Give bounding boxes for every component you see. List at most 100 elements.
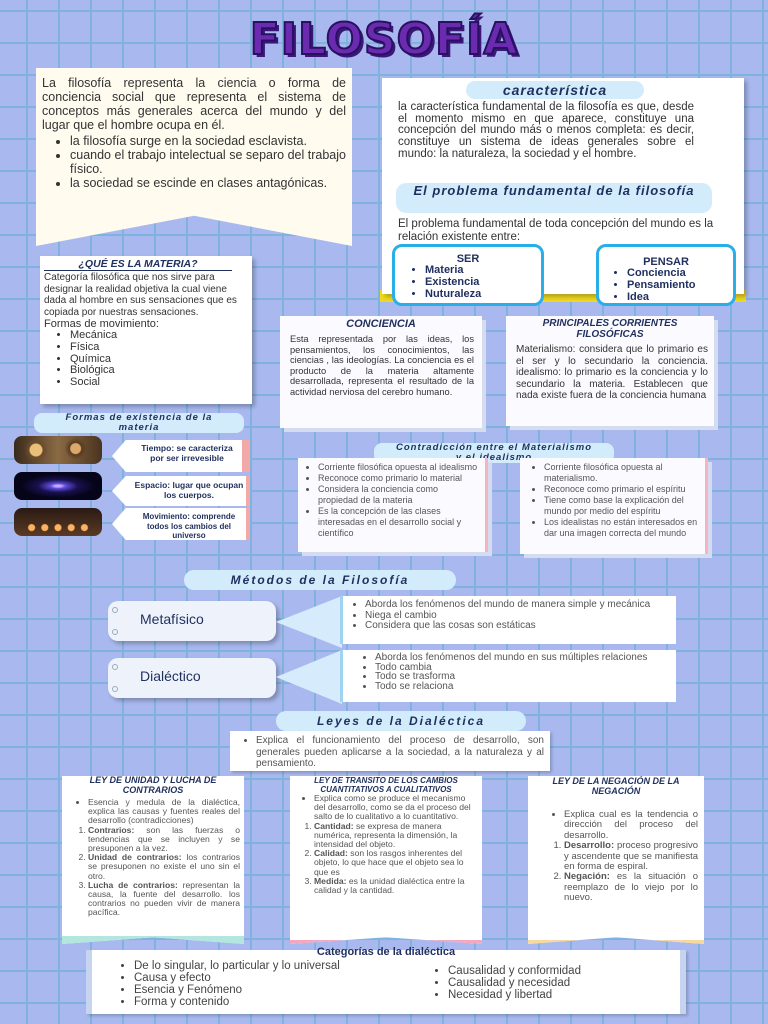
problema-text: El problema fundamental de toda concepci… <box>398 218 714 243</box>
contradiccion-right: Corriente filosófica opuesta al material… <box>520 458 708 554</box>
list-item: Nuturaleza <box>425 288 541 301</box>
intro-card: La filosofía representa la ciencia o for… <box>36 68 352 246</box>
tag-espacio-text: Espacio: lugar que ocupan los cuerpos. <box>134 480 244 500</box>
list-item: Idea <box>627 291 733 304</box>
caracteristica-text: la característica fundamental de la filo… <box>398 101 694 160</box>
ley3-item-title: Desarrollo: <box>564 840 615 852</box>
list-item: Cantidad: se expresa de manera numérica,… <box>314 820 478 850</box>
corrientes-heading: PRINCIPALES CORRIENTES FILOSÓFICAS <box>542 318 678 340</box>
pensar-title: PENSAR <box>643 256 689 268</box>
ley3-item-text: proceso progresivo y ascendente que se m… <box>564 840 698 873</box>
categorias-card: Categorías de la dialéctica De lo singul… <box>86 946 686 1014</box>
tag-espacio: Espacio: lugar que ocupan los cuerpos. <box>112 476 250 506</box>
list-item: Pensamiento <box>627 279 733 292</box>
list-item: Explica cual es la tendencia o dirección… <box>564 809 698 841</box>
list-item: Reconoce como primario el espíritu <box>544 484 699 495</box>
list-item: Todo se trasforma <box>375 672 670 682</box>
pendulum-image <box>14 508 102 536</box>
metafisico-items: Aborda los fenómenos del mundo de manera… <box>340 596 676 644</box>
list-item: Química <box>70 353 252 366</box>
ley1-title: LEY DE UNIDAD Y LUCHA DE CONTRARIOS <box>89 775 217 795</box>
ley1-item-title: Lucha de contrarios: <box>88 879 178 890</box>
list-item: Esencia y medula de la dialéctica, expli… <box>88 797 240 826</box>
list-item: Materia <box>425 264 541 277</box>
dot-icon <box>112 664 118 670</box>
categorias-right-list: Causalidad y conformidad Causalidad y ne… <box>430 965 581 1001</box>
list-item: Lucha de contrarios: representan la caus… <box>88 879 240 918</box>
dialectico-button: Dialéctico <box>108 658 276 698</box>
list-item: Medida: es la unidad dialéctica entre la… <box>314 876 478 895</box>
ley1-item-title: Contrarios: <box>88 824 135 835</box>
materia-text: Categoría filosófica que nos sirve para … <box>44 272 237 318</box>
list-item: Corriente filosófica opuesta al idealism… <box>318 462 479 473</box>
list-item: Los idealistas no están interesados en d… <box>544 517 699 539</box>
list-item: Todo cambia <box>375 662 670 673</box>
ley2-item-text: se expresa de manera numérica, represent… <box>314 820 458 850</box>
dot-icon <box>112 607 118 613</box>
corrientes-text: Materialismo: considera que lo primario … <box>516 344 708 401</box>
intro-text: La filosofía representa la ciencia o for… <box>42 76 346 132</box>
formas-existencia-heading: Formas de existencia de la materia <box>34 413 244 433</box>
conciencia-card: CONCIENCIA Esta representada por las ide… <box>280 316 482 428</box>
contradiccion-left: Corriente filosófica opuesta al idealism… <box>298 458 488 552</box>
ley1-item-title: Unidad de contrarios: <box>88 852 182 863</box>
tag-tiempo-text: Tiempo: se caracteriza por ser irrevesib… <box>141 443 233 463</box>
ser-list: Materia Existencia Nuturaleza <box>395 264 541 301</box>
clock-image <box>14 436 102 464</box>
categorias-heading: Categorías de la dialéctica <box>316 946 456 958</box>
list-item: Esencia y Fenómeno <box>134 984 340 996</box>
intro-list: la filosofía surge en la sociedad esclav… <box>36 132 352 190</box>
ser-title: SER <box>456 253 480 265</box>
list-item: Es la concepción de las clases interesad… <box>318 506 479 539</box>
metafisico-wedge <box>276 596 342 648</box>
dot-icon <box>112 629 118 635</box>
ley3-title: LEY DE LA NEGACIÓN DE LA NEGACIÓN <box>552 776 680 796</box>
list-item: Explica el funcionamiento del proceso de… <box>256 735 544 770</box>
list-item: Causa y efecto <box>134 972 340 984</box>
list-item: De lo singular, lo particular y lo unive… <box>134 960 340 972</box>
formas-list: Mecánica Física Química Biológica Social <box>40 330 252 388</box>
list-item: Necesidad y libertad <box>448 989 581 1001</box>
list-item: Existencia <box>425 276 541 289</box>
tag-tiempo: Tiempo: se caracteriza por ser irrevesib… <box>112 440 250 472</box>
ley3-card: LEY DE LA NEGACIÓN DE LA NEGACIÓN Explic… <box>528 776 704 944</box>
galaxy-image <box>14 472 102 500</box>
ley2-title: LEY DE TRANSITO DE LOS CAMBIOS CUANTITAT… <box>314 776 458 794</box>
ley2-item-title: Cantidad: <box>314 820 354 831</box>
list-item: Contrarios: son las fuerzas o tendencias… <box>88 824 240 854</box>
ley3-list: Desarrollo: proceso progresivo y ascende… <box>528 841 704 903</box>
list-item: Todo se relaciona <box>375 681 670 692</box>
caracteristica-heading: característica <box>466 81 644 99</box>
dot-icon <box>112 686 118 692</box>
list-item: Reconoce como primario lo material <box>318 473 479 484</box>
metafisico-label: Metafísico <box>140 611 204 627</box>
ley2-list: Cantidad: se expresa de manera numérica,… <box>290 820 482 896</box>
tag-movimiento: Movimiento: comprende todos los cambios … <box>112 508 250 540</box>
list-item: Mecánica <box>70 330 252 342</box>
list-item: Negación: es la situación o reemplazo de… <box>564 872 698 903</box>
pensar-box: PENSAR Conciencia Pensamiento Idea <box>596 244 736 306</box>
list-item: Biológica <box>70 365 252 377</box>
ley3-item-title: Negación: <box>564 871 610 883</box>
pensar-list: Conciencia Pensamiento Idea <box>599 267 733 304</box>
leyes-heading: Leyes de la Dialéctica <box>276 711 526 731</box>
page-title: FILOSOFÍA <box>249 13 519 66</box>
ley1-list: Contrarios: son las fuerzas o tendencias… <box>62 824 244 918</box>
list-item: Desarrollo: proceso progresivo y ascende… <box>564 841 698 872</box>
tag-movimiento-text: Movimiento: comprende todos los cambios … <box>142 512 236 540</box>
idealismo-list: Corriente filosófica opuesta al material… <box>520 458 705 539</box>
list-item: Corriente filosófica opuesta al material… <box>544 462 699 484</box>
dialectico-items: Aborda los fenómenos del mundo en sus mú… <box>340 650 676 702</box>
conciencia-text: Esta representada por las ideas, los pen… <box>290 334 474 397</box>
materia-heading: ¿QUÉ ES LA MATERIA? <box>44 258 232 271</box>
list-item: Aborda los fenómenos del mundo de manera… <box>365 599 670 611</box>
materia-card: ¿QUÉ ES LA MATERIA? Categoría filosófica… <box>40 256 252 404</box>
materialismo-list: Corriente filosófica opuesta al idealism… <box>298 458 485 539</box>
list-item: la sociedad se escinde en clases antagón… <box>70 176 346 190</box>
list-item: Considera que las cosas son estáticas <box>365 620 670 632</box>
list-item: Explica como se produce el mecanismo del… <box>314 793 478 822</box>
metodos-heading: Métodos de la Filosofía <box>184 570 456 590</box>
problema-heading: El problema fundamental de la filosofía <box>396 183 712 213</box>
ley2-card: LEY DE TRANSITO DE LOS CAMBIOS CUANTITAT… <box>290 776 482 944</box>
dialectico-wedge <box>276 650 342 704</box>
